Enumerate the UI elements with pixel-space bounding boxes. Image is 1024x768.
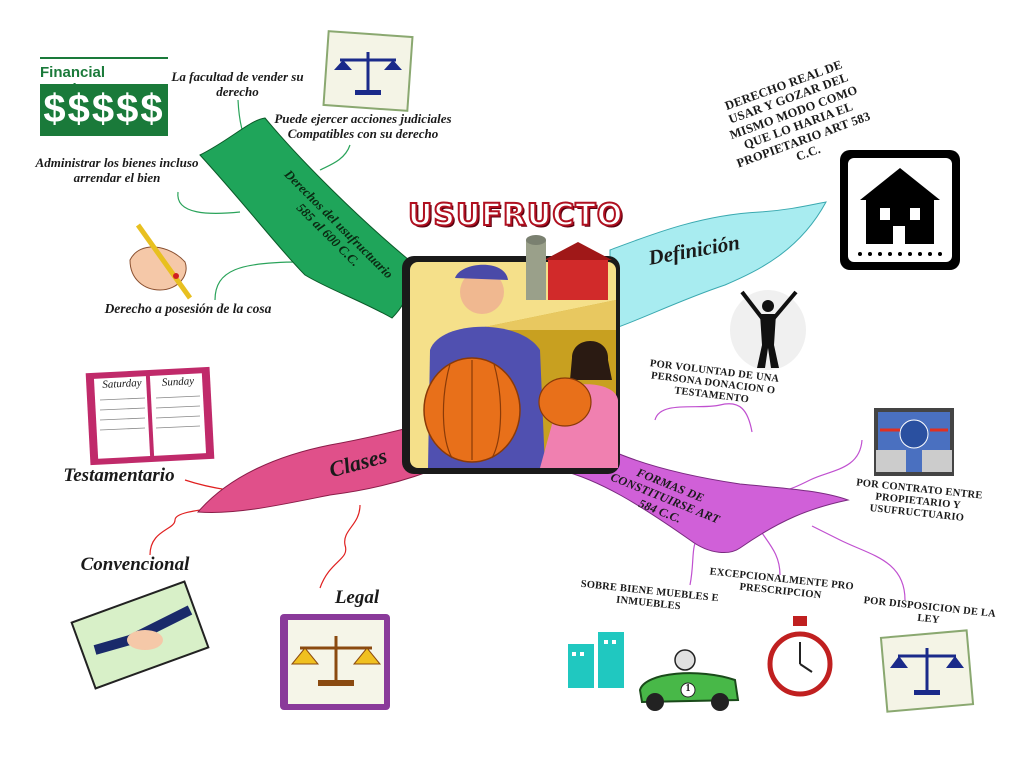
legal-scale-icon	[280, 614, 390, 710]
clases-item: Convencional	[80, 554, 190, 575]
connector-line	[654, 403, 753, 433]
branch-formas	[558, 449, 850, 553]
logo-dollar-signs: $$$$$	[43, 87, 165, 131]
connector-line	[184, 479, 229, 491]
logo-text: Financial Services	[40, 64, 106, 99]
map-title: USUFRUCTO	[407, 197, 624, 234]
derechos-item: Administrar los bienes incluso arrendar …	[35, 155, 199, 185]
scale-icon	[322, 30, 414, 112]
computer-transfer-icon	[874, 408, 954, 476]
connector-line	[319, 144, 351, 171]
derechos-item: Derecho a posesión de la cosa	[104, 301, 272, 316]
celebrating-person-icon	[730, 290, 806, 370]
connector-line	[811, 525, 906, 601]
race-car-number: 1	[685, 683, 691, 694]
stopwatch-icon	[767, 616, 833, 697]
writing-hand-icon	[129, 223, 193, 300]
calendar-day-label: Sunday	[161, 375, 195, 389]
buildings-icon	[562, 632, 628, 692]
farmer-illustration	[402, 235, 620, 474]
connector-line	[177, 191, 241, 214]
branch-definicion	[609, 201, 827, 331]
race-car-icon	[638, 649, 740, 711]
calendar-day-label: Saturday	[102, 376, 142, 392]
calendar-icon	[85, 366, 215, 466]
clases-item: Legal	[334, 587, 380, 608]
derechos-item: La facultad de vender su derecho	[171, 69, 304, 99]
scale-icon	[879, 629, 975, 713]
house-icon	[840, 150, 960, 270]
clases-item: Testamentario	[63, 465, 175, 486]
handshake-icon	[70, 580, 210, 690]
connector-line	[319, 504, 361, 589]
derechos-item: Puede ejercer acciones judiciales Compat…	[274, 111, 452, 141]
connector-line	[759, 529, 781, 576]
financial-services-logo	[40, 57, 168, 136]
connector-line	[214, 261, 301, 301]
